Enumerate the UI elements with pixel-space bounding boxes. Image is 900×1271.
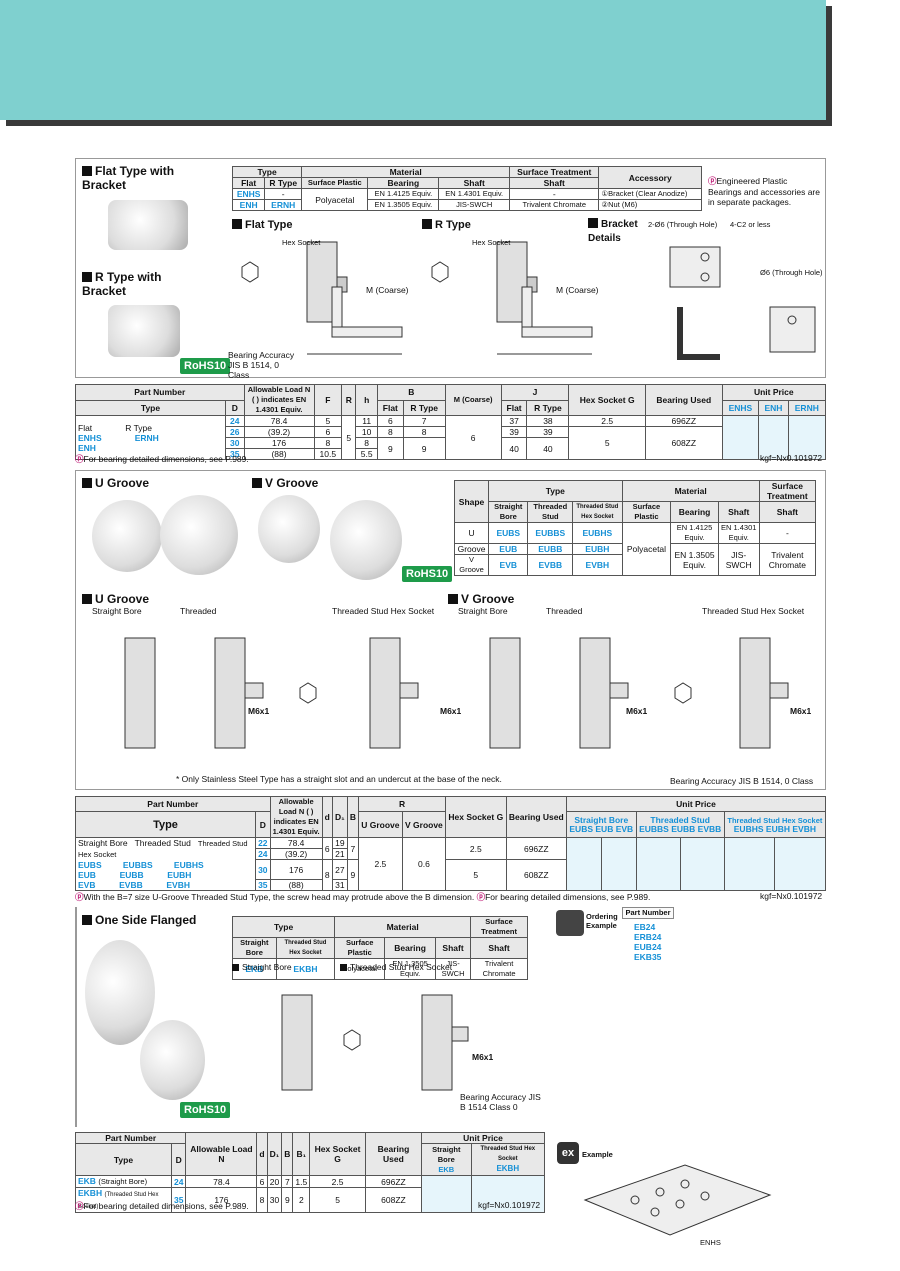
ordering-pn-header: Part Number bbox=[622, 907, 674, 919]
c2-label: 4-C2 or less bbox=[730, 220, 771, 229]
bearing-accuracy-2: Bearing Accuracy JIS B 1514, 0 Class bbox=[670, 776, 814, 786]
flanged-photo-2 bbox=[140, 1020, 205, 1100]
v-groove-drawing-title: V Groove bbox=[448, 592, 514, 606]
footnote-3: ⓟFor bearing detailed dimensions, see P.… bbox=[75, 1201, 249, 1211]
m6-3: M6x1 bbox=[626, 706, 648, 716]
footnote-2: ⓟWith the B=7 size U-Groove Threaded Stu… bbox=[75, 892, 651, 902]
u-tshs: Threaded Stud Hex Socket bbox=[332, 606, 435, 616]
kgf-3: kgf=Nx0.101972 bbox=[478, 1200, 541, 1210]
m6-4: M6x1 bbox=[790, 706, 812, 716]
example-caption: ENHS bbox=[700, 1238, 721, 1247]
label-bracket-details: Bracket Details bbox=[588, 218, 638, 244]
u-groove-photo-1 bbox=[92, 500, 162, 572]
r-bracket-photo bbox=[108, 305, 180, 357]
title-one-side-flanged: One Side Flanged bbox=[82, 913, 196, 927]
ordering-label: Ordering Example bbox=[586, 912, 618, 930]
bracket-detail-drawing bbox=[669, 246, 816, 360]
m-coarse-1: M (Coarse) bbox=[366, 285, 409, 295]
bearing-accuracy-1: Bearing Accuracy JIS B 1514, 0 Class bbox=[228, 350, 295, 380]
title-r-type: R Type with Bracket bbox=[82, 270, 162, 298]
flanged-tshs-label: Threaded Stud Hex Socket bbox=[340, 962, 452, 972]
m6-1: M6x1 bbox=[248, 706, 270, 716]
flanged-drawings bbox=[281, 994, 469, 1091]
rohs-badge-2: RoHS10 bbox=[402, 566, 453, 582]
title-flat-type: Flat Type with Bracket bbox=[82, 164, 175, 192]
v-groove-photo-1 bbox=[258, 495, 320, 563]
flat-bracket-photo bbox=[108, 200, 188, 250]
flanged-sb-label: Straight Bore bbox=[232, 962, 292, 972]
m6-5: M6x1 bbox=[472, 1052, 494, 1062]
m6-2: M6x1 bbox=[440, 706, 462, 716]
example-illustration bbox=[583, 1164, 772, 1236]
title-u-groove: U Groove bbox=[82, 476, 149, 490]
u-threaded: Threaded bbox=[180, 606, 217, 616]
through-hole-label: 2-Ø6 (Through Hole) bbox=[648, 220, 718, 229]
kgf-1: kgf=Nx0.101972 bbox=[760, 453, 823, 463]
u-groove-drawing-title: U Groove bbox=[82, 592, 149, 606]
label-flat-type: Flat Type bbox=[232, 218, 292, 232]
v-tshs: Threaded Stud Hex Socket bbox=[702, 606, 805, 616]
flanged-photo-1 bbox=[85, 940, 155, 1045]
u-groove-photo-2 bbox=[160, 495, 238, 575]
through-hole2-label: Ø6 (Through Hole) bbox=[760, 268, 823, 277]
footnote-1: ⓟFor bearing detailed dimensions, see P.… bbox=[75, 454, 249, 464]
section-one-side-flanged bbox=[75, 907, 77, 1127]
example-label: Example bbox=[582, 1150, 613, 1159]
v-threaded: Threaded bbox=[546, 606, 583, 616]
kgf-2: kgf=Nx0.101972 bbox=[760, 891, 823, 901]
example-icon: ex bbox=[557, 1142, 579, 1164]
u-straight-bore: Straight Bore bbox=[92, 606, 142, 616]
title-v-groove: V Groove bbox=[252, 476, 318, 490]
flat-r-type-drawing bbox=[241, 241, 593, 355]
ordering-icon bbox=[556, 910, 584, 936]
header-band bbox=[0, 0, 826, 120]
groove-drawings bbox=[124, 637, 789, 749]
v-groove-photo-2 bbox=[330, 500, 402, 580]
v-straight-bore: Straight Bore bbox=[458, 606, 508, 616]
label-r-type: R Type bbox=[422, 218, 471, 232]
side-note: ⓟEngineered Plastic Bearings and accesso… bbox=[708, 176, 820, 207]
bearing-accuracy-3: Bearing Accuracy JIS B 1514 Class 0 bbox=[460, 1092, 541, 1112]
hex-label-2: Hex Socket bbox=[472, 238, 511, 247]
stainless-note: * Only Stainless Steel Type has a straig… bbox=[176, 774, 502, 784]
hex-label-1: Hex Socket bbox=[282, 238, 321, 247]
rohs-badge: RoHS10 bbox=[180, 358, 231, 374]
m-coarse-2: M (Coarse) bbox=[556, 285, 599, 295]
rohs-badge-3: RoHS10 bbox=[180, 1102, 231, 1118]
